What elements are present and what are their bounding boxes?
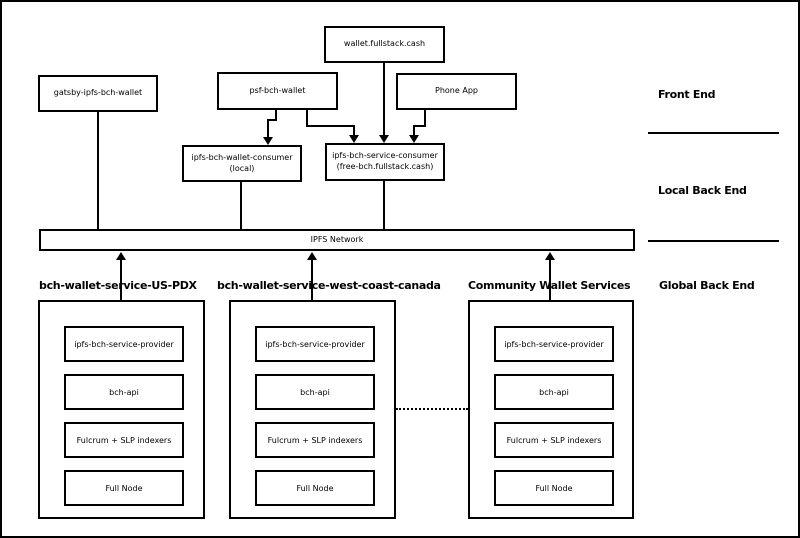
- node-ipfs-bch-wallet-consumer-line1: ipfs-bch-wallet-consumer: [191, 152, 293, 162]
- node-group2-fulcrum-slp: Fulcrum + SLP indexers: [255, 422, 375, 458]
- group-title-west-coast-canada: bch-wallet-service-west-coast-canada: [217, 279, 441, 292]
- node-group2-bch-api-label: bch-api: [300, 387, 330, 397]
- connector-service-consumer-to-ipfs: [383, 181, 385, 229]
- node-group2-full-node-label: Full Node: [296, 483, 334, 493]
- node-psf-bch-wallet-label: psf-bch-wallet: [249, 85, 306, 95]
- node-group1-full-node-label: Full Node: [105, 483, 143, 493]
- node-group3-full-node: Full Node: [494, 470, 614, 506]
- connector-gatsby-to-ipfs: [97, 112, 99, 229]
- separator-front-local: [648, 132, 779, 134]
- node-wallet-fullstack-cash-label: wallet.fullstack.cash: [343, 39, 426, 49]
- connector-phone-to-service-consumer-seg1: [424, 110, 426, 127]
- connector-psf-to-service-consumer-seg2: [306, 125, 355, 127]
- label-local-back-end: Local Back End: [658, 184, 747, 197]
- node-group1-service-provider-label: ipfs-bch-service-provider: [74, 339, 174, 349]
- group-title-community-wallet-services: Community Wallet Services: [468, 279, 631, 292]
- node-group3-service-provider: ipfs-bch-service-provider: [494, 326, 614, 362]
- node-group3-fulcrum-slp-label: Fulcrum + SLP indexers: [506, 435, 602, 445]
- node-group2-fulcrum-slp-label: Fulcrum + SLP indexers: [267, 435, 363, 445]
- node-gatsby-ipfs-bch-wallet: gatsby-ipfs-bch-wallet: [38, 75, 158, 112]
- arrowhead-group1-to-ipfs: [116, 252, 126, 260]
- node-group3-bch-api-label: bch-api: [539, 387, 569, 397]
- group-box-west-coast-canada: ipfs-bch-service-provider bch-api Fulcru…: [229, 300, 396, 519]
- node-psf-bch-wallet: psf-bch-wallet: [217, 72, 338, 110]
- label-front-end: Front End: [658, 88, 716, 101]
- connector-phone-to-service-consumer-seg2: [413, 125, 426, 127]
- node-group2-service-provider: ipfs-bch-service-provider: [255, 326, 375, 362]
- node-group1-bch-api-label: bch-api: [109, 387, 139, 397]
- connector-psf-to-service-consumer-seg1: [306, 110, 308, 127]
- group-box-us-pdx: ipfs-bch-service-provider bch-api Fulcru…: [38, 300, 205, 519]
- node-group3-full-node-label: Full Node: [535, 483, 573, 493]
- connector-phone-to-service-consumer-seg3: [413, 125, 415, 135]
- node-group1-fulcrum-slp-label: Fulcrum + SLP indexers: [76, 435, 172, 445]
- node-phone-app-label: Phone App: [435, 86, 478, 96]
- connector-group2-to-ipfs: [311, 260, 313, 300]
- node-ipfs-network-label: IPFS Network: [310, 234, 364, 244]
- arrowhead-psf-to-service-consumer: [349, 135, 359, 143]
- node-group2-service-provider-label: ipfs-bch-service-provider: [265, 339, 365, 349]
- arrowhead-psf-to-wallet-consumer: [263, 137, 273, 145]
- connector-wallet-consumer-to-ipfs: [240, 182, 242, 229]
- node-group1-fulcrum-slp: Fulcrum + SLP indexers: [64, 422, 184, 458]
- connector-group1-to-ipfs: [120, 260, 122, 300]
- node-phone-app: Phone App: [396, 73, 517, 110]
- group-title-us-pdx: bch-wallet-service-US-PDX: [39, 279, 197, 292]
- connector-dotted-group2-group3: [396, 408, 468, 410]
- node-wallet-fullstack-cash: wallet.fullstack.cash: [324, 26, 445, 63]
- connector-psf-to-service-consumer-seg3: [353, 125, 355, 135]
- connector-psf-to-wallet-consumer-seg2: [267, 119, 277, 121]
- node-ipfs-bch-wallet-consumer-line2: (local): [229, 163, 255, 173]
- arrowhead-phone-to-service-consumer: [409, 135, 419, 143]
- arrowhead-group3-to-ipfs: [545, 252, 555, 260]
- node-ipfs-bch-service-consumer: ipfs-bch-service-consumer (free-bch.full…: [325, 143, 445, 181]
- arrowhead-group2-to-ipfs: [307, 252, 317, 260]
- node-group1-full-node: Full Node: [64, 470, 184, 506]
- separator-local-global: [648, 240, 779, 242]
- node-ipfs-network-bar: IPFS Network: [39, 229, 635, 251]
- node-group1-service-provider: ipfs-bch-service-provider: [64, 326, 184, 362]
- arrowhead-walletfullstack-to-service-consumer: [379, 135, 389, 143]
- node-group2-full-node: Full Node: [255, 470, 375, 506]
- node-group3-service-provider-label: ipfs-bch-service-provider: [504, 339, 604, 349]
- connector-walletfullstack-to-service-consumer: [383, 63, 385, 135]
- node-ipfs-bch-wallet-consumer: ipfs-bch-wallet-consumer (local): [182, 145, 302, 182]
- connector-group3-to-ipfs: [549, 260, 551, 300]
- connector-psf-to-wallet-consumer-seg1: [275, 110, 277, 121]
- node-group3-bch-api: bch-api: [494, 374, 614, 410]
- connector-psf-to-wallet-consumer-seg3: [267, 119, 269, 137]
- node-group3-fulcrum-slp: Fulcrum + SLP indexers: [494, 422, 614, 458]
- node-ipfs-bch-service-consumer-line2: (free-bch.fullstack.cash): [336, 162, 434, 171]
- node-group2-bch-api: bch-api: [255, 374, 375, 410]
- node-ipfs-bch-service-consumer-line1: ipfs-bch-service-consumer: [332, 151, 438, 161]
- node-group1-bch-api: bch-api: [64, 374, 184, 410]
- label-global-back-end: Global Back End: [659, 279, 755, 292]
- node-gatsby-ipfs-bch-wallet-label: gatsby-ipfs-bch-wallet: [53, 88, 143, 98]
- group-box-community-wallet-services: ipfs-bch-service-provider bch-api Fulcru…: [468, 300, 634, 519]
